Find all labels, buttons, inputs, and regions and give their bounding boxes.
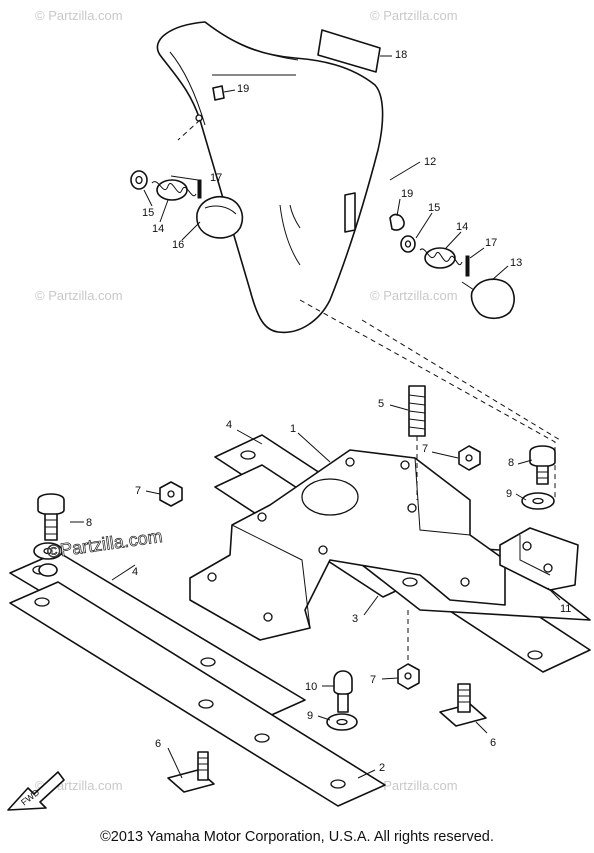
callout-13: 13 bbox=[510, 257, 522, 269]
washer-part-9-lower[interactable] bbox=[326, 713, 358, 731]
bolt-part-8-right[interactable] bbox=[529, 445, 556, 485]
callout-4-bottom: 4 bbox=[132, 566, 138, 578]
knob-part-13[interactable] bbox=[461, 278, 515, 320]
spring-part-14-left[interactable] bbox=[151, 179, 197, 201]
washer-part-15-right[interactable] bbox=[400, 235, 416, 253]
callout-19-top: 19 bbox=[237, 83, 249, 95]
tbolt-part-6-left[interactable] bbox=[167, 751, 215, 793]
callout-19-right: 19 bbox=[401, 188, 413, 200]
callout-8-right: 8 bbox=[508, 457, 514, 469]
callout-6-left: 6 bbox=[155, 738, 161, 750]
callout-14-left: 14 bbox=[152, 223, 164, 235]
callout-16: 16 bbox=[172, 239, 184, 251]
fwd-arrow: FWD bbox=[7, 771, 65, 811]
watermark: © Partzilla.com bbox=[35, 8, 123, 23]
bolt-part-10[interactable] bbox=[333, 670, 353, 713]
knob-part-16[interactable] bbox=[196, 196, 244, 239]
callout-7-upper-left: 7 bbox=[135, 485, 141, 497]
rear-guard-part-12[interactable] bbox=[156, 21, 384, 334]
callout-12: 12 bbox=[424, 156, 436, 168]
callout-9-lower: 9 bbox=[307, 710, 313, 722]
bolt-part-8-left[interactable] bbox=[37, 493, 65, 541]
callout-14-right: 14 bbox=[456, 221, 468, 233]
washer-part-9-left[interactable] bbox=[33, 542, 63, 577]
callout-18: 18 bbox=[395, 49, 407, 61]
guide-line bbox=[361, 319, 561, 441]
nut-part-7-upper-right[interactable] bbox=[458, 445, 481, 471]
pin-part-17-left[interactable] bbox=[197, 179, 202, 199]
callout-1: 1 bbox=[290, 423, 296, 435]
tbolt-part-6-right[interactable] bbox=[439, 683, 487, 727]
callout-4-top: 4 bbox=[226, 419, 232, 431]
support-plate-part-11[interactable] bbox=[499, 527, 579, 591]
callout-2: 2 bbox=[379, 762, 385, 774]
callout-15-left: 15 bbox=[142, 207, 154, 219]
callout-7-upper-right: 7 bbox=[422, 443, 428, 455]
reflector-part-18[interactable] bbox=[317, 29, 392, 73]
copyright-notice: ©2013 Yamaha Motor Corporation, U.S.A. A… bbox=[100, 829, 494, 845]
washer-part-9-right[interactable] bbox=[521, 492, 555, 510]
watermark: © Partzilla.com bbox=[370, 8, 458, 23]
main-bracket-part-1[interactable] bbox=[189, 449, 506, 641]
callout-15-right: 15 bbox=[428, 202, 440, 214]
partzilla-watermark: ©Partzilla.com bbox=[46, 526, 164, 562]
watermark: © Partzilla.com bbox=[370, 778, 458, 793]
spring-part-14-right[interactable] bbox=[419, 247, 463, 269]
callout-3: 3 bbox=[352, 613, 358, 625]
callout-10: 10 bbox=[305, 681, 317, 693]
watermark-layer: © Partzilla.com © Partzilla.com © Partzi… bbox=[35, 8, 468, 793]
watermark: © Partzilla.com bbox=[35, 288, 123, 303]
watermark: © Partzilla.com bbox=[370, 288, 458, 303]
callout-17-left: 17 bbox=[210, 172, 222, 184]
washer-part-15-left[interactable] bbox=[130, 170, 148, 190]
callout-labels: 18 19 12 17 15 14 16 19 15 14 17 13 5 1 … bbox=[86, 49, 571, 774]
callout-5: 5 bbox=[378, 398, 384, 410]
callout-11: 11 bbox=[560, 603, 571, 615]
callout-8-left: 8 bbox=[86, 517, 92, 529]
screw-part-19-right[interactable] bbox=[389, 213, 405, 231]
nut-part-7-lower[interactable] bbox=[397, 610, 420, 690]
nut-part-7-upper-left[interactable] bbox=[159, 481, 183, 507]
leader-lines bbox=[70, 161, 561, 779]
rail-part-2[interactable] bbox=[9, 581, 386, 807]
callout-9-right: 9 bbox=[506, 488, 512, 500]
screw-part-19-top[interactable] bbox=[212, 85, 236, 101]
callout-7-lower: 7 bbox=[370, 674, 376, 686]
callout-6-right: 6 bbox=[490, 737, 496, 749]
callout-17-right: 17 bbox=[485, 237, 497, 249]
guide-line bbox=[299, 299, 556, 500]
stud-part-5[interactable] bbox=[408, 385, 426, 500]
pin-part-17-right[interactable] bbox=[465, 255, 470, 277]
